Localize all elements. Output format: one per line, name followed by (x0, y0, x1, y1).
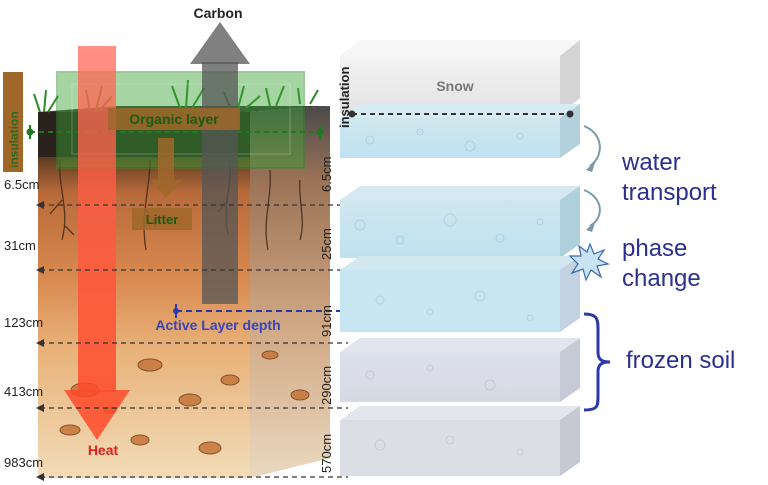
depth-label-3: 123cm (4, 315, 43, 330)
insulation-label-left: insulation (7, 111, 21, 168)
thickness-label-3: 91cm (319, 305, 334, 337)
organic-layer-label: Organic layer (129, 111, 219, 127)
model-layers (340, 40, 580, 476)
depth-label-2: 31cm (4, 238, 36, 253)
depth-label-1: 6.5cm (4, 177, 39, 192)
heat-arrow (64, 46, 130, 440)
depth-arrowheads (36, 201, 44, 481)
depth-labels: 6.5cm 31cm 123cm 413cm 983cm (4, 177, 43, 470)
active-layer-label: Active Layer depth (155, 317, 280, 333)
frozen-soil-bracket (583, 312, 611, 412)
frozen-soil-label: frozen soil (626, 347, 735, 374)
carbon-label: Carbon (194, 5, 243, 21)
heat-label: Heat (88, 442, 119, 458)
water-transport-line1: water (621, 149, 681, 176)
phase-change-burst-icon (568, 242, 610, 282)
thickness-label-5: 570cm (319, 434, 334, 473)
carbon-arrow (190, 22, 250, 304)
depth-label-5: 983cm (4, 455, 43, 470)
thickness-label-4: 290cm (319, 366, 334, 405)
phase-change-line2: change (622, 265, 701, 292)
model-insulation-line (348, 110, 574, 118)
litter-label: Litter (146, 212, 179, 227)
litter-arrow (150, 138, 182, 198)
thickness-label-1: 6.5cm (319, 157, 334, 192)
depth-label-4: 413cm (4, 384, 43, 399)
phase-change-line1: phase (622, 235, 687, 262)
thickness-labels: 6.5cm 25cm 91cm 290cm 570cm (319, 157, 334, 473)
insulation-label-model: insulation (337, 67, 352, 128)
thickness-label-2: 25cm (319, 228, 334, 260)
water-transport-arrows (583, 125, 601, 227)
snow-label: Snow (436, 78, 473, 94)
depth-lines (40, 204, 348, 478)
insulation-tag-left: insulation (3, 72, 23, 172)
water-transport-line2: transport (622, 179, 717, 206)
